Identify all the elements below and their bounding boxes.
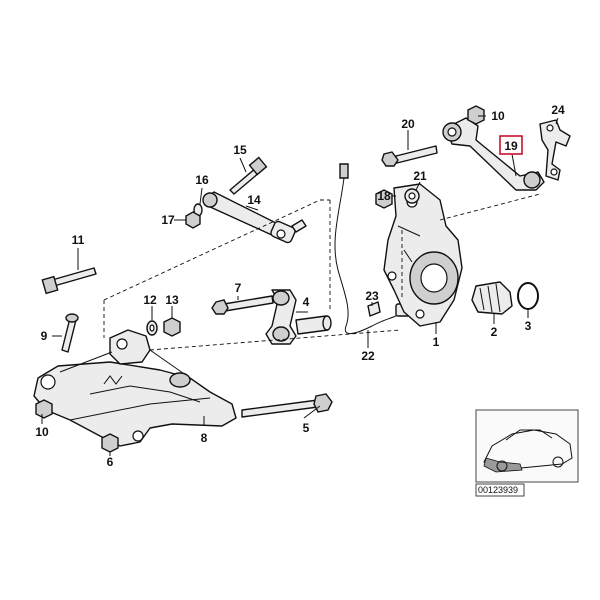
callout-16: 16 [195,173,209,187]
rear-subframe[interactable] [33,329,237,447]
callout-15: 15 [233,143,247,157]
nut-6[interactable] [101,433,119,453]
callout-10-left: 10 [35,425,49,439]
nut-13[interactable] [163,317,181,337]
callout-2: 2 [491,325,498,339]
bracket-24[interactable] [539,119,571,181]
callout-1: 1 [433,335,440,349]
callout-6: 6 [107,455,114,469]
control-arm-14[interactable] [202,191,307,244]
link-4[interactable] [265,289,332,345]
wheel-bearing-2[interactable] [471,281,513,315]
clip-23[interactable] [367,301,381,317]
washer-12[interactable] [146,320,158,336]
callout-21: 21 [413,169,427,183]
nut-10-left[interactable] [35,399,53,419]
callout-10-right: 10 [491,109,505,123]
nut-10-right[interactable] [467,105,485,125]
callout-9: 9 [41,329,48,343]
callout-22: 22 [361,349,375,363]
highlighted-callout-19[interactable]: 19 [499,135,523,155]
callout-14: 14 [247,193,261,207]
callout-18: 18 [377,189,391,203]
callout-12: 12 [143,293,157,307]
callout-11: 11 [72,233,85,247]
callout-20: 20 [401,117,415,131]
bolt-20[interactable] [381,145,438,167]
bolt-5[interactable] [241,393,333,418]
bolt-11[interactable] [41,267,97,295]
reference-number: 00123939 [478,485,518,495]
callout-17: 17 [161,213,175,227]
callout-23: 23 [365,289,379,303]
callout-19: 19 [504,139,518,153]
callout-13: 13 [165,293,179,307]
bolt-15[interactable] [229,156,268,195]
upper-control-arm-19[interactable] [442,117,545,191]
callout-4: 4 [303,295,310,309]
bolt-link[interactable] [211,295,274,315]
callout-3: 3 [525,319,532,333]
callout-5: 5 [303,421,310,435]
nut-18[interactable] [375,189,393,209]
vehicle-thumbnail: 00123939 [475,409,579,497]
callout-8: 8 [201,431,208,445]
callout-24: 24 [551,103,565,117]
bushing-21[interactable] [404,188,420,204]
circlip-3[interactable] [517,282,539,310]
bolt-9[interactable] [61,313,79,353]
callout-7: 7 [235,281,242,295]
nut-17[interactable] [185,211,201,229]
